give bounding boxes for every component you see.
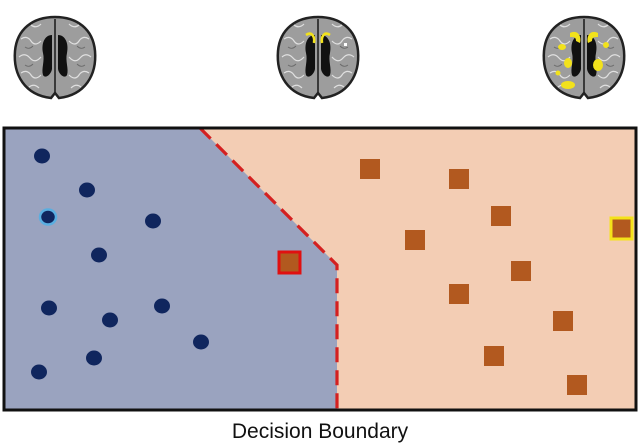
square-point-highlighted	[609, 216, 634, 241]
circle-point	[34, 148, 50, 164]
square-point	[449, 284, 469, 304]
lesion-marks	[305, 32, 331, 44]
brain-scan-healthy	[13, 15, 97, 100]
square-point	[449, 169, 469, 189]
square-point	[484, 346, 504, 366]
square-point	[491, 206, 511, 226]
circle-point	[145, 213, 161, 229]
circle-class-points	[31, 148, 209, 380]
region-class-circle	[4, 128, 337, 410]
circle-point	[102, 312, 118, 328]
brain-scan-severe	[542, 15, 626, 100]
square-point	[553, 311, 573, 331]
square-point	[567, 375, 587, 395]
circle-point	[193, 334, 209, 350]
square-point-highlighted-misclassified	[277, 250, 302, 275]
decision-boundary-line	[198, 126, 339, 410]
square-point	[405, 230, 425, 250]
circle-point	[41, 300, 57, 316]
circle-point	[31, 364, 47, 380]
panel-border	[2, 126, 638, 412]
circle-point	[79, 182, 95, 198]
circle-point	[86, 350, 102, 366]
square-point	[360, 159, 380, 179]
square-point	[511, 261, 531, 281]
lesion-marks	[555, 31, 609, 89]
circle-point	[154, 298, 170, 314]
feature-space-panel	[2, 126, 638, 412]
square-class-points	[277, 159, 634, 395]
circle-point	[91, 247, 107, 263]
figure-caption: Decision Boundary	[231, 420, 409, 443]
circle-point-highlighted	[38, 208, 58, 226]
brain-scan-mild	[276, 15, 360, 100]
